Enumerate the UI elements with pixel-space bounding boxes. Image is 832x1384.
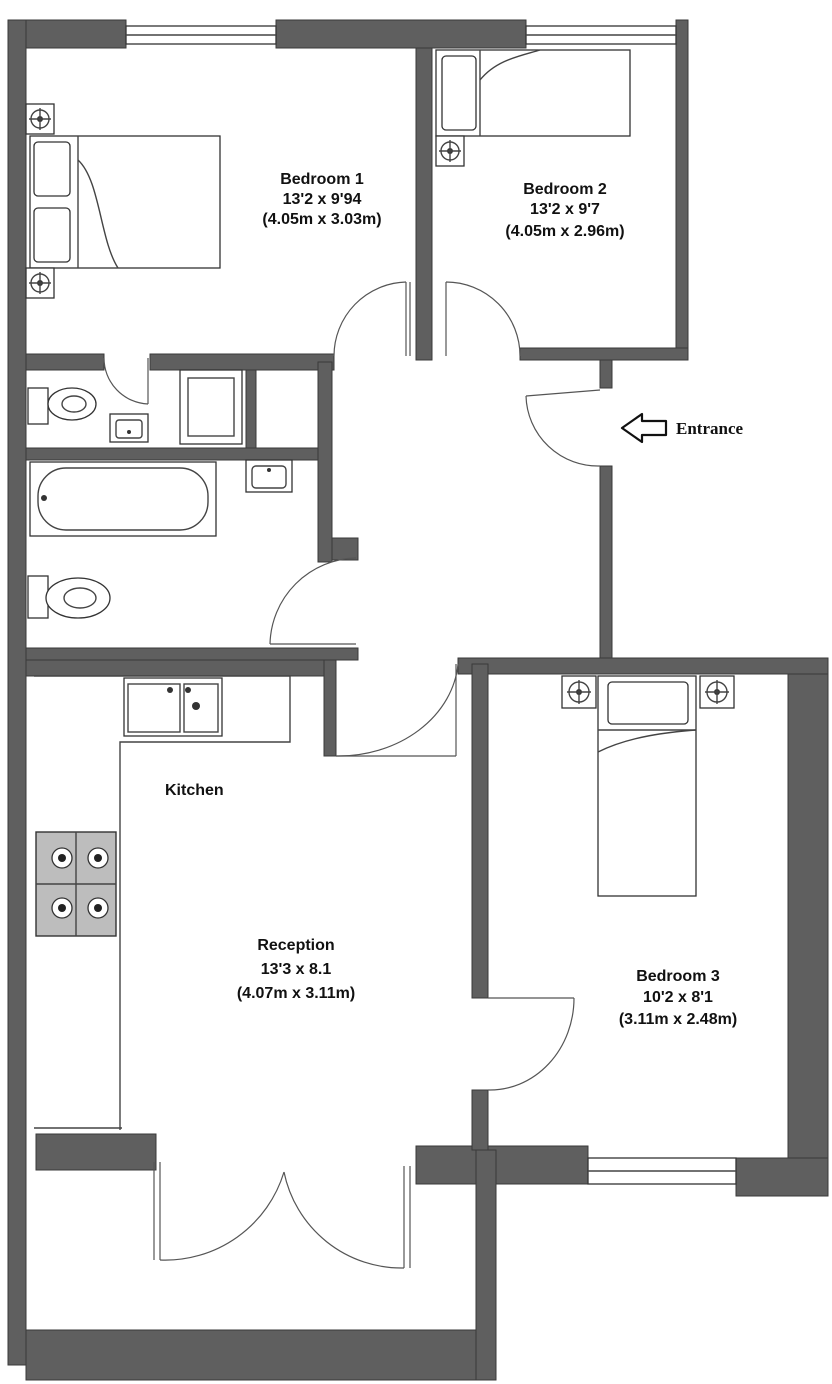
room-size-imperial: 13'3 x 8.1	[261, 961, 332, 978]
door-bedroom3	[487, 997, 575, 1091]
label-bedroom1: Bedroom 1 13'2 x 9'94 (4.05m x 3.03m)	[262, 171, 381, 228]
room-name: Bedroom 1	[280, 171, 364, 188]
room-name: Bedroom 2	[523, 181, 607, 198]
room-size-imperial: 10'2 x 8'1	[643, 989, 713, 1006]
toilet-icon	[27, 575, 111, 619]
room-size-metric: (3.11m x 2.48m)	[619, 1011, 737, 1028]
kitchen-sink-icon	[123, 677, 223, 737]
lamp-icon	[699, 675, 735, 709]
window-bedroom3	[587, 1157, 737, 1185]
window-bedroom1	[125, 25, 277, 45]
storage-cupboard	[179, 369, 243, 445]
windows	[125, 25, 737, 1185]
entrance-label: Entrance	[676, 419, 744, 438]
door-bathroom	[269, 557, 357, 645]
hob-icon	[35, 831, 117, 937]
room-name: Reception	[257, 937, 334, 954]
room-name: Kitchen	[165, 782, 224, 799]
lamp-icon	[25, 267, 55, 299]
room-name: Bedroom 3	[636, 968, 720, 985]
label-kitchen: Kitchen	[165, 782, 224, 799]
basin-icon	[109, 413, 149, 443]
lamp-icon	[561, 675, 597, 709]
single-bed-bedroom2	[435, 49, 631, 137]
lamp-icon	[435, 135, 465, 167]
door-balcony	[153, 1162, 411, 1269]
label-bedroom3: Bedroom 3 10'2 x 8'1 (3.11m x 2.48m)	[619, 968, 737, 1028]
door-entrance	[525, 389, 601, 467]
outer-walls	[7, 19, 829, 1381]
room-size-imperial: 13'2 x 9'7	[530, 201, 600, 218]
room-size-metric: (4.07m x 3.11m)	[237, 985, 355, 1002]
label-bedroom2: Bedroom 2 13'2 x 9'7 (4.05m x 2.96m)	[505, 181, 624, 240]
room-size-imperial: 13'2 x 9'94	[283, 191, 362, 208]
toilet-icon	[27, 387, 97, 425]
kitchen-counter	[34, 675, 291, 1130]
door-wc	[103, 357, 149, 405]
lamp-icon	[25, 103, 55, 135]
label-reception: Reception 13'3 x 8.1 (4.07m x 3.11m)	[237, 937, 355, 1002]
room-size-metric: (4.05m x 2.96m)	[505, 223, 624, 240]
door-bedroom1	[333, 281, 411, 357]
single-bed-bedroom3	[597, 675, 697, 897]
arrow-left-icon	[620, 412, 668, 444]
basin-icon	[245, 459, 293, 493]
bathtub-icon	[29, 461, 217, 537]
double-bed-bedroom1	[29, 135, 221, 269]
doors	[103, 281, 601, 1269]
window-bedroom2	[525, 25, 677, 45]
interior-walls	[25, 47, 433, 757]
door-bedroom2	[445, 281, 521, 357]
room-size-metric: (4.05m x 3.03m)	[262, 211, 381, 228]
door-reception	[335, 663, 459, 757]
